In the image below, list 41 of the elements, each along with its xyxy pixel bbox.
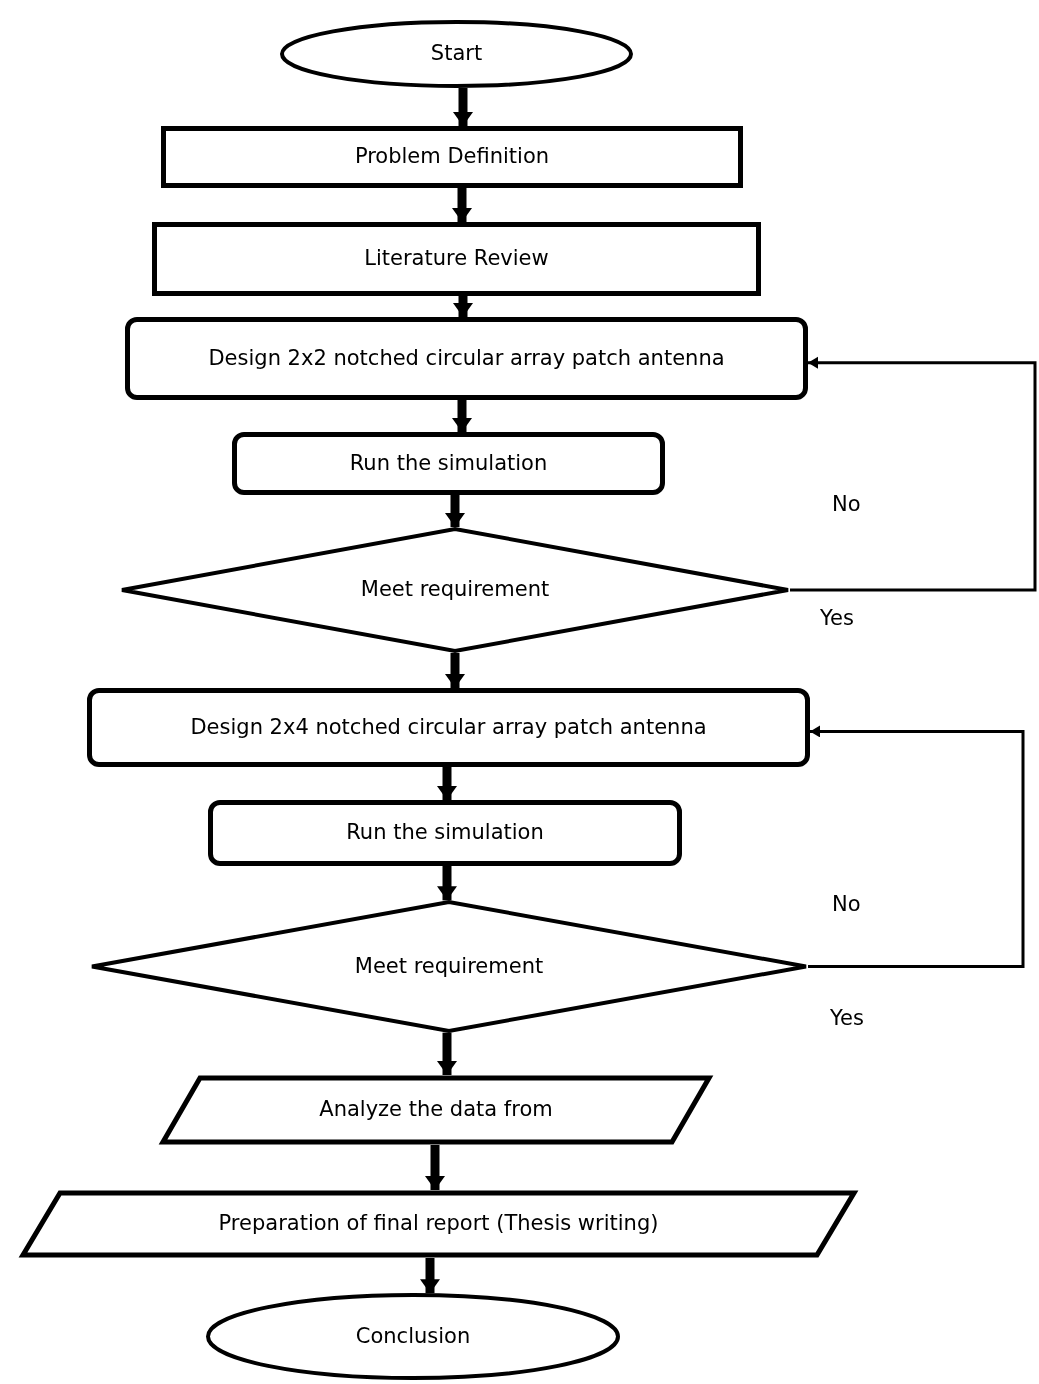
step-label: Design 2x4 notched circular array patch antenna — [190, 714, 707, 741]
process-box — [208, 800, 682, 866]
branch-label: No — [832, 892, 861, 916]
flow-arrow — [420, 1258, 440, 1294]
step-label: Literature Review — [364, 246, 549, 272]
step-label: Meet requirement — [354, 953, 544, 980]
step-label: Analyze the data from — [319, 1097, 553, 1123]
step-label: Run the simulation — [349, 450, 548, 477]
flow-arrow — [453, 296, 473, 317]
flow-arrow — [452, 188, 472, 222]
branch-label: Yes — [830, 1006, 864, 1030]
decision-diamond — [90, 900, 808, 1033]
flow-arrow — [445, 495, 465, 527]
data-parallelogram — [160, 1075, 712, 1145]
process-box — [87, 688, 810, 767]
end-terminator — [206, 1293, 620, 1380]
process-box — [161, 126, 743, 188]
feedback-arrow — [790, 356, 1037, 592]
flow-arrow — [437, 866, 457, 901]
flow-arrow — [437, 767, 457, 800]
branch-label: Yes — [820, 606, 854, 630]
step-label: Meet requirement — [360, 577, 550, 603]
flow-arrow — [437, 1032, 457, 1075]
process-box — [232, 432, 665, 495]
step-label: Problem Definition — [354, 144, 550, 170]
step-label: Conclusion — [355, 1323, 471, 1350]
process-box — [125, 317, 808, 400]
step-label: Design 2x2 notched circular array patch antenna — [208, 345, 725, 372]
step-label: Preparation of final report (Thesis writing) — [218, 1211, 659, 1237]
data-parallelogram — [20, 1190, 857, 1258]
flow-arrow — [445, 653, 465, 688]
flow-arrow — [453, 88, 473, 126]
decision-diamond — [120, 527, 790, 653]
feedback-arrow — [808, 725, 1025, 968]
step-label: Start — [430, 41, 483, 67]
flow-arrow — [452, 400, 472, 432]
branch-label: No — [832, 492, 861, 516]
flow-arrow — [425, 1145, 445, 1190]
step-label: Run the simulation — [346, 820, 544, 846]
start-terminator — [280, 20, 633, 88]
process-box — [152, 222, 761, 296]
